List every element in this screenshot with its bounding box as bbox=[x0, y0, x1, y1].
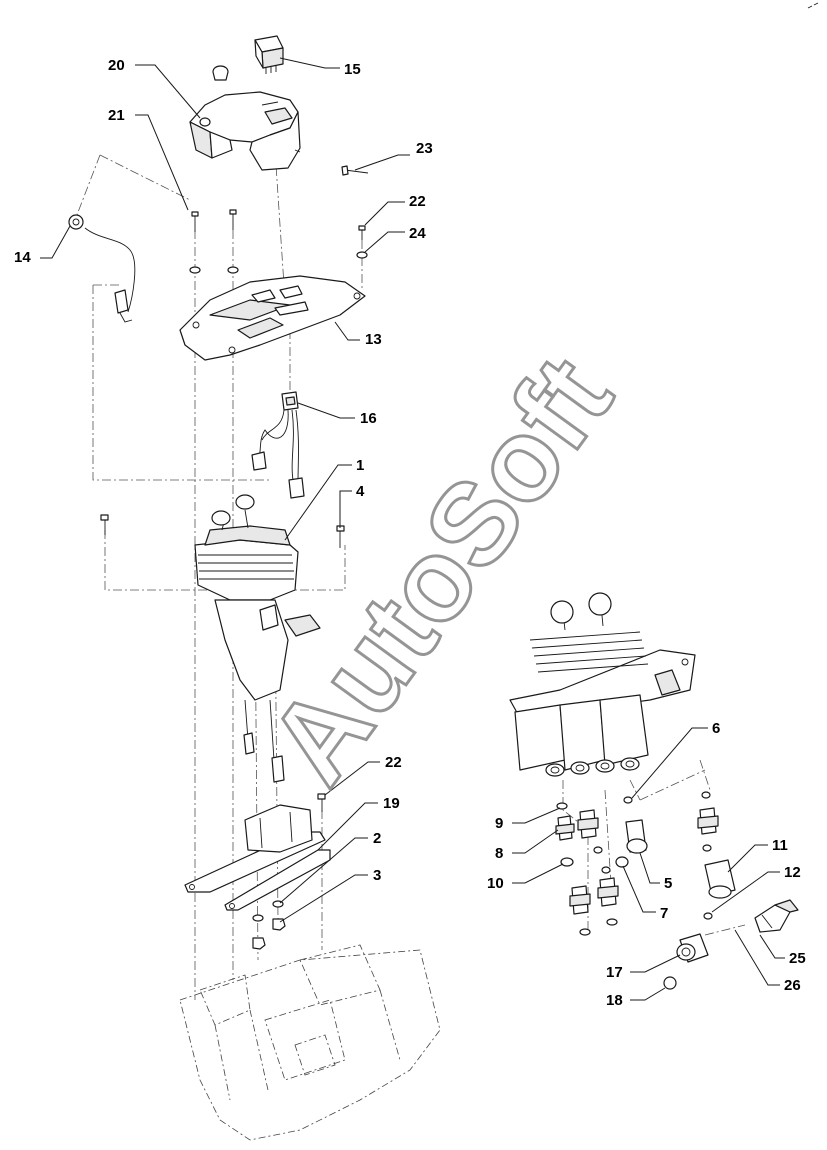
screw-21 bbox=[189, 211, 201, 274]
callout-8: 8 bbox=[495, 845, 503, 862]
callout-13: 13 bbox=[365, 331, 382, 348]
corner-mark bbox=[807, 2, 819, 9]
seal-rings bbox=[556, 791, 712, 936]
switch-15 bbox=[254, 35, 284, 74]
callout-10: 10 bbox=[487, 875, 504, 892]
callout-14: 14 bbox=[14, 249, 31, 266]
console-plate-13 bbox=[179, 275, 366, 361]
callout-1: 1 bbox=[356, 457, 364, 474]
sensor-14 bbox=[68, 214, 136, 323]
callout-9: 9 bbox=[495, 815, 503, 832]
callout-5: 5 bbox=[664, 875, 672, 892]
callout-17: 17 bbox=[606, 964, 623, 981]
fitting-5 bbox=[625, 819, 648, 854]
washer-2 bbox=[252, 900, 284, 922]
screw-23 bbox=[341, 165, 369, 176]
callout-22-top: 22 bbox=[409, 193, 426, 210]
screw-22-bottom bbox=[317, 793, 326, 812]
callout-16: 16 bbox=[360, 410, 377, 427]
callout-18: 18 bbox=[606, 992, 623, 1009]
callout-6: 6 bbox=[712, 720, 720, 737]
fitting-8 bbox=[555, 809, 599, 841]
cab-frame bbox=[179, 944, 441, 1141]
valve-block-detail bbox=[509, 592, 696, 777]
callout-11: 11 bbox=[772, 837, 788, 854]
screw-top-middle bbox=[227, 209, 239, 274]
nut-3 bbox=[252, 918, 286, 950]
coupling-17 bbox=[676, 933, 709, 963]
callout-7: 7 bbox=[660, 905, 668, 922]
callout-23: 23 bbox=[416, 140, 433, 157]
washer-24 bbox=[356, 251, 368, 259]
callout-12: 12 bbox=[784, 864, 801, 881]
callout-2: 2 bbox=[373, 830, 381, 847]
callout-numbers: 20 21 15 23 22 24 14 13 16 1 4 22 19 2 3… bbox=[14, 57, 806, 1009]
callout-21: 21 bbox=[108, 107, 125, 124]
armrest-housing-20 bbox=[189, 65, 301, 171]
joystick-valve-1 bbox=[194, 494, 321, 783]
callout-19: 19 bbox=[383, 795, 400, 812]
callout-22-bottom: 22 bbox=[385, 754, 402, 771]
callout-26: 26 bbox=[784, 977, 801, 994]
bolt-left bbox=[100, 514, 109, 535]
seal-12 bbox=[703, 912, 713, 920]
quick-coupler-25 bbox=[754, 899, 799, 933]
cap-18 bbox=[663, 976, 677, 990]
callout-15: 15 bbox=[344, 61, 361, 78]
callout-24: 24 bbox=[409, 225, 426, 242]
fitting-11 bbox=[704, 859, 736, 899]
harness-16 bbox=[251, 391, 305, 499]
callout-25: 25 bbox=[789, 950, 806, 967]
screw-22-top bbox=[356, 225, 368, 259]
bolt-4 bbox=[336, 525, 345, 548]
callout-4: 4 bbox=[356, 483, 365, 500]
bracket-19 bbox=[184, 804, 331, 911]
fitting-right-top bbox=[697, 807, 719, 835]
fittings-lower bbox=[569, 877, 619, 915]
callout-20: 20 bbox=[108, 57, 125, 74]
callout-3: 3 bbox=[373, 867, 381, 884]
leader-lines bbox=[40, 57, 785, 1001]
